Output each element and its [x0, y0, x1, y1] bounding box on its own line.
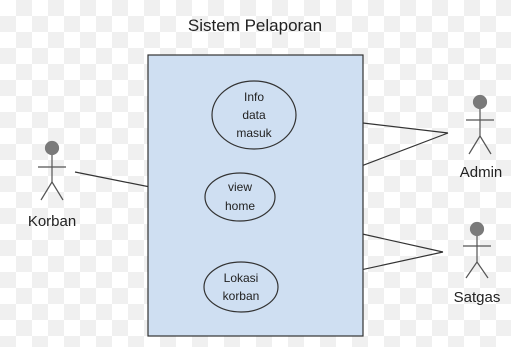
use-case-label-line: Lokasi	[224, 271, 259, 285]
actor-label-korban: Korban	[28, 213, 76, 230]
actor-leg-right	[476, 261, 489, 279]
actor-leg-right	[479, 135, 492, 155]
use-case-label-line: korban	[223, 289, 260, 303]
use-case-ellipse	[211, 80, 297, 150]
actor-head	[472, 94, 488, 110]
use-case-ellipse	[203, 261, 279, 313]
use-case-ellipse	[204, 172, 276, 222]
actor-head	[44, 140, 60, 156]
use-case-lokasi[interactable]: Lokasi korban	[203, 261, 279, 313]
actor-leg-right	[51, 181, 64, 201]
actor-admin[interactable]	[466, 94, 494, 155]
use-case-label-line: masuk	[236, 126, 272, 140]
use-case-label-line: Info	[244, 90, 264, 104]
actor-leg-left	[465, 261, 478, 279]
use-case-label-line: home	[225, 199, 255, 213]
actor-satgas[interactable]	[463, 221, 491, 279]
use-case-label-line: view	[228, 180, 252, 194]
actor-label-admin: Admin	[460, 164, 503, 181]
actor-label-satgas: Satgas	[454, 289, 501, 306]
system-title: Sistem Pelaporan	[188, 16, 322, 35]
actor-leg-left	[468, 135, 481, 155]
use-case-info[interactable]: Info data masuk	[211, 80, 297, 150]
actor-leg-left	[40, 181, 53, 201]
actor-head	[469, 221, 485, 237]
actor-korban[interactable]	[38, 140, 66, 201]
use-case-label-line: data	[242, 108, 266, 122]
use-case-view[interactable]: view home	[204, 172, 276, 222]
